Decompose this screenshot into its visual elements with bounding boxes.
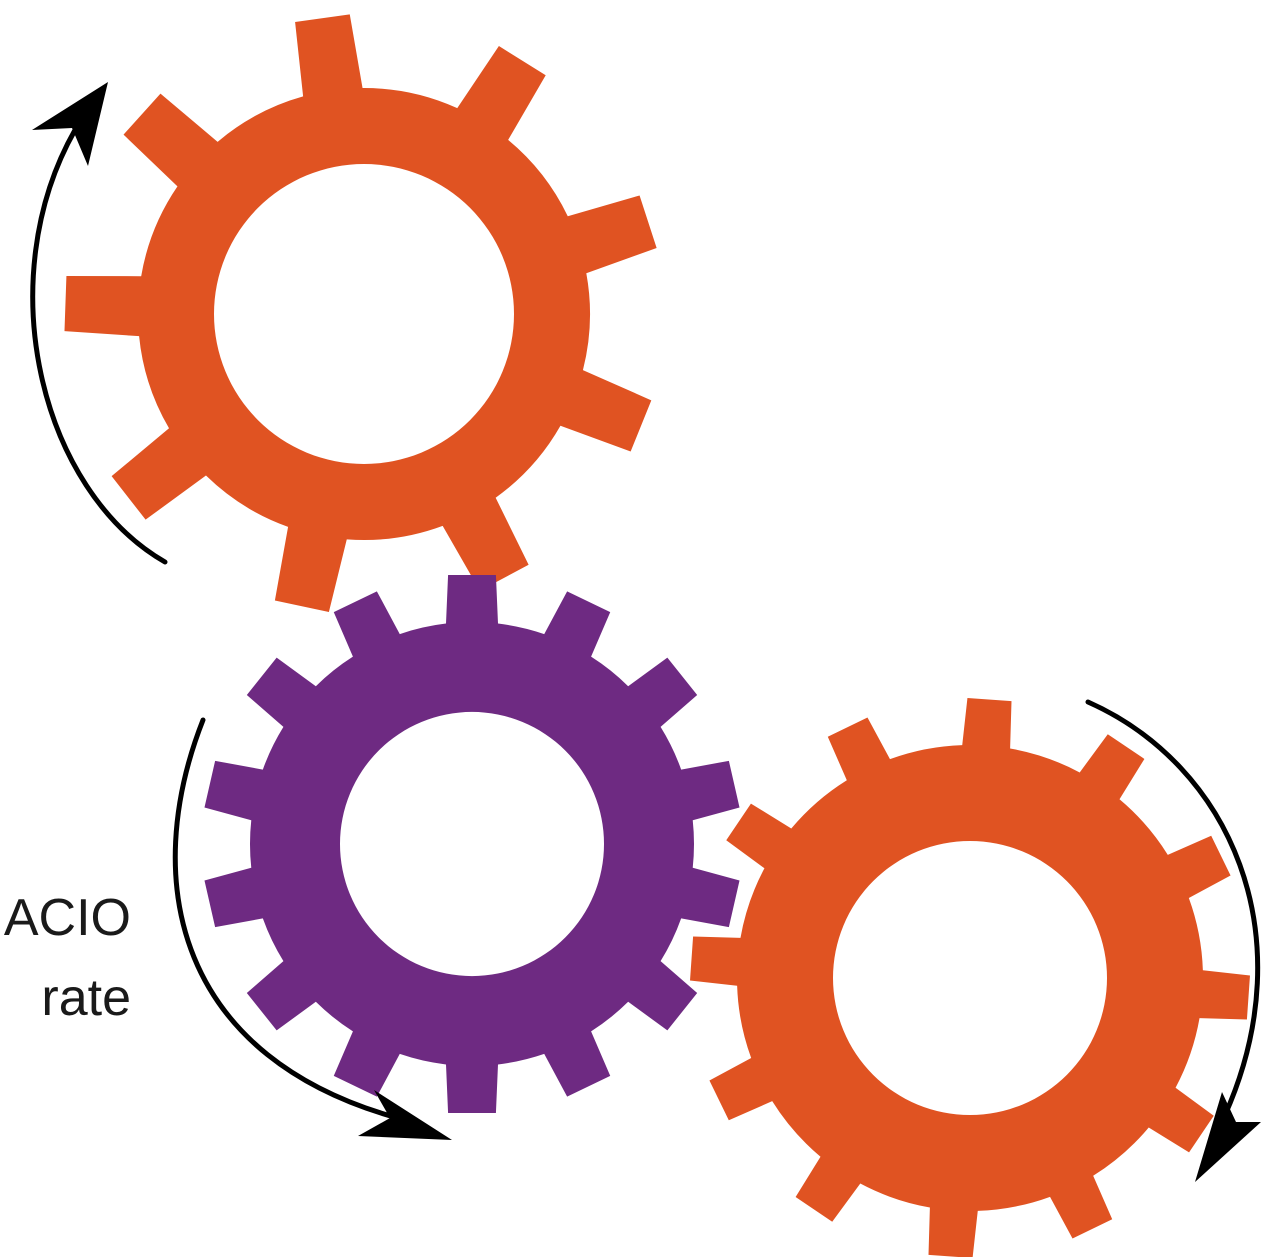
top-gear-rotation-arrow	[30, 127, 168, 565]
right-gear-arrowhead-icon	[1195, 1092, 1261, 1182]
clipped-caption-line-2: rate	[41, 969, 131, 1027]
clipped-caption-line-1: ACIO	[3, 889, 131, 947]
middle-purple-gear	[204, 575, 740, 1113]
clipped-caption: ACIO rate	[0, 878, 131, 1038]
right-gear-rotation-arrow	[1085, 699, 1261, 1118]
middle-gear-rotation-arrow	[172, 717, 408, 1123]
top-orange-gear	[64, 14, 657, 612]
middle-gear-arrowhead-icon	[358, 1090, 452, 1140]
right-orange-gear	[690, 698, 1250, 1257]
top-gear-arrowhead-icon	[32, 82, 108, 166]
